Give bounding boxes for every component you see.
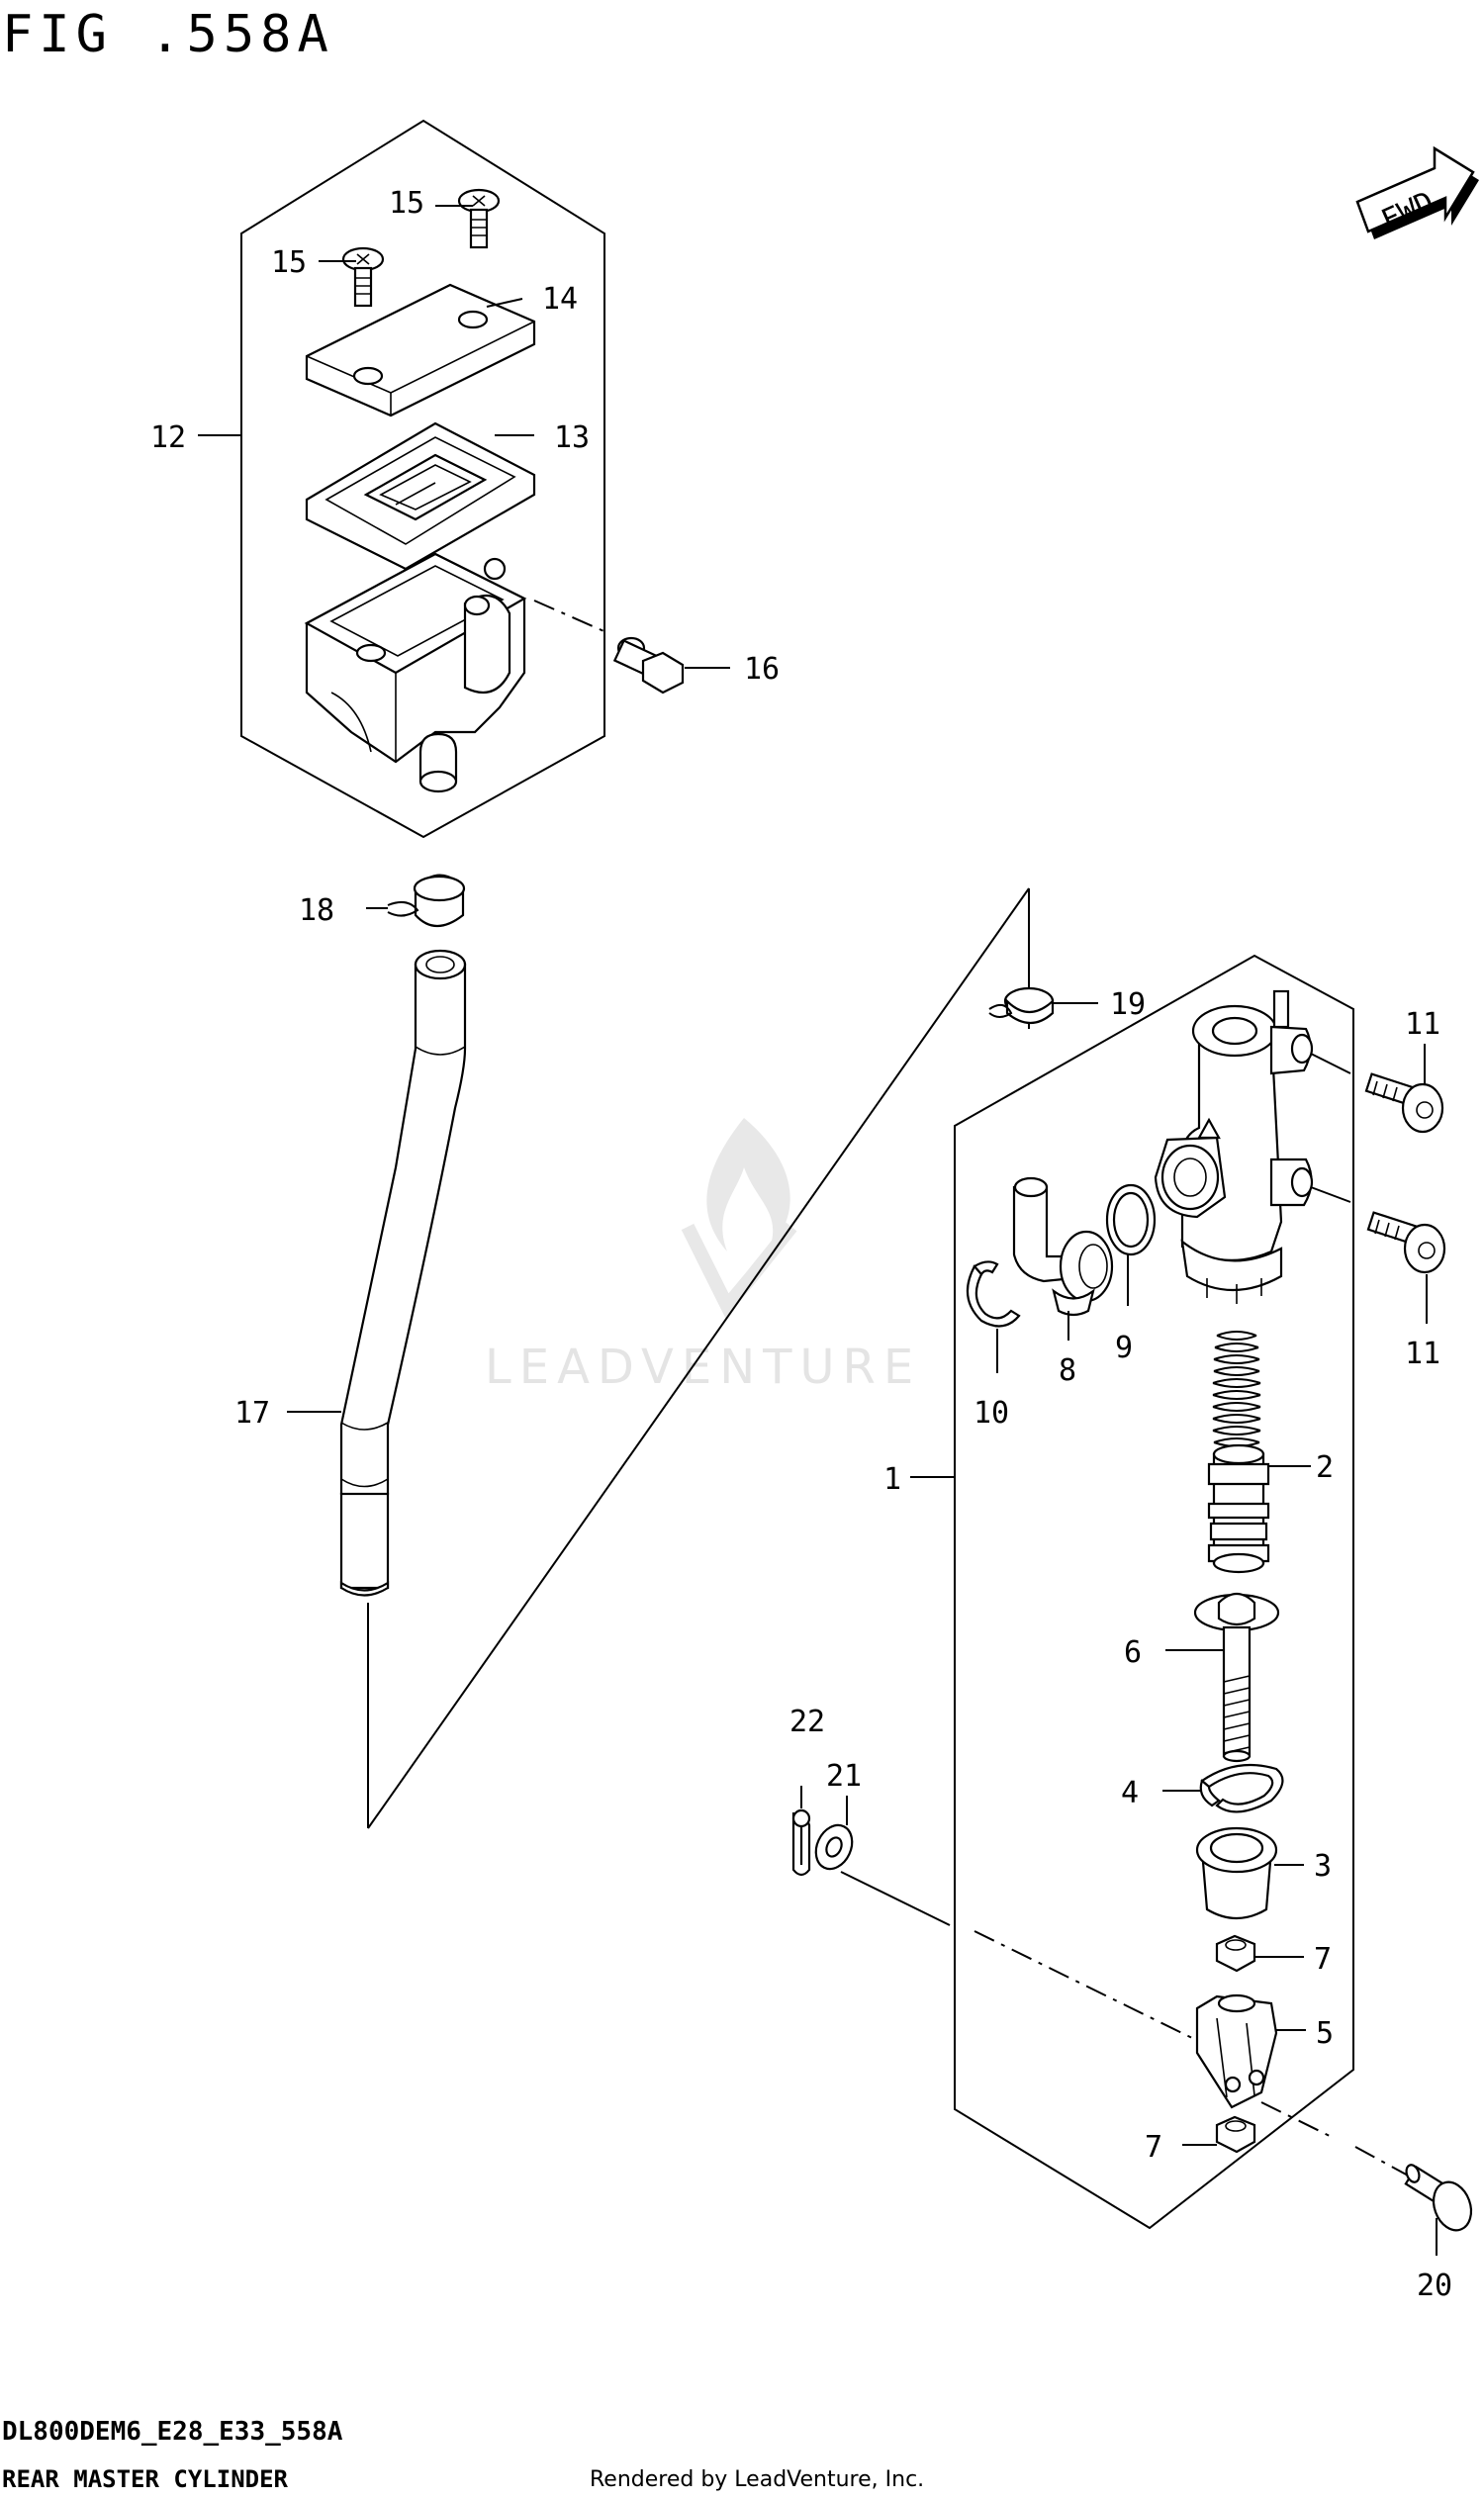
hose-joint-8 — [1012, 1176, 1114, 1317]
callout-22: 22 — [789, 1705, 825, 1739]
hose-clamp-18 — [387, 874, 466, 928]
callout-18: 18 — [299, 893, 334, 928]
watermark-text: LEADVENTURE — [485, 1340, 921, 1395]
nut-7b — [1215, 2115, 1256, 2154]
callout-5: 5 — [1316, 2016, 1334, 2051]
brake-hose-17 — [339, 949, 467, 1597]
washer-21 — [814, 1823, 854, 1871]
nut-7a — [1215, 1934, 1256, 1973]
callout-7a: 7 — [1314, 1942, 1332, 1977]
callout-21: 21 — [826, 1759, 862, 1794]
callout-8: 8 — [1059, 1353, 1076, 1388]
callout-15a: 15 — [389, 186, 424, 221]
cotter-pin-22 — [791, 1808, 811, 1877]
callout-1: 1 — [883, 1462, 901, 1497]
circlip-4 — [1199, 1763, 1284, 1813]
callout-19: 19 — [1110, 987, 1146, 1022]
master-cylinder-group-outline — [954, 954, 1354, 2230]
bolt-11b — [1366, 1211, 1446, 1274]
section-name: REAR MASTER CYLINDER — [2, 2465, 289, 2493]
callout-10: 10 — [974, 1396, 1009, 1431]
screw-15b — [341, 246, 385, 308]
screw-15a — [457, 188, 501, 249]
return-spring — [1212, 1331, 1261, 1447]
callout-11b: 11 — [1405, 1337, 1440, 1371]
push-rod-6 — [1193, 1592, 1280, 1763]
reservoir-body — [304, 552, 527, 793]
callout-20: 20 — [1417, 2269, 1452, 2303]
master-cylinder-assembly: 1 19 — [840, 954, 1446, 2230]
clevis-5 — [1195, 1993, 1278, 2109]
leadventure-flame-logo — [681, 1118, 797, 1319]
callout-16: 16 — [744, 652, 780, 687]
reservoir-cap-14 — [305, 283, 536, 417]
callout-11a: 11 — [1405, 1007, 1440, 1042]
cylinder-body — [1154, 989, 1314, 1304]
rendered-by: Rendered by LeadVenture, Inc. — [590, 2467, 924, 2492]
bolt-16 — [533, 600, 685, 695]
fwd-arrow-icon: FWD — [1355, 145, 1479, 239]
reservoir-group-outline — [240, 119, 605, 839]
callout-13: 13 — [554, 420, 590, 455]
reservoir-assembly: 12 15 15 14 13 16 — [150, 119, 780, 839]
callout-17: 17 — [234, 1396, 270, 1431]
callout-15b: 15 — [271, 245, 307, 280]
piston-2 — [1207, 1443, 1270, 1574]
diaphragm-plate-13 — [305, 421, 536, 571]
o-ring-9 — [1105, 1183, 1157, 1256]
dust-boot-3 — [1195, 1826, 1278, 1919]
clevis-pin-20 — [1404, 2164, 1473, 2232]
callout-2: 2 — [1316, 1450, 1334, 1485]
callout-14: 14 — [542, 282, 578, 317]
hose-clamp-19 — [988, 986, 1055, 1025]
hose-assembly: 18 17 — [234, 874, 1030, 1829]
circlip-10 — [966, 1260, 1021, 1328]
callout-7b: 7 — [1145, 2130, 1162, 2165]
callout-9: 9 — [1115, 1331, 1133, 1365]
bolt-11a — [1364, 1072, 1444, 1134]
callout-3: 3 — [1314, 1849, 1332, 1884]
figure-title: FIG .558A — [2, 5, 334, 64]
callout-12: 12 — [150, 420, 186, 455]
callout-4: 4 — [1121, 1776, 1139, 1810]
model-code: DL800DEM6_E28_E33_558A — [2, 2417, 343, 2447]
callout-6: 6 — [1124, 1635, 1142, 1670]
